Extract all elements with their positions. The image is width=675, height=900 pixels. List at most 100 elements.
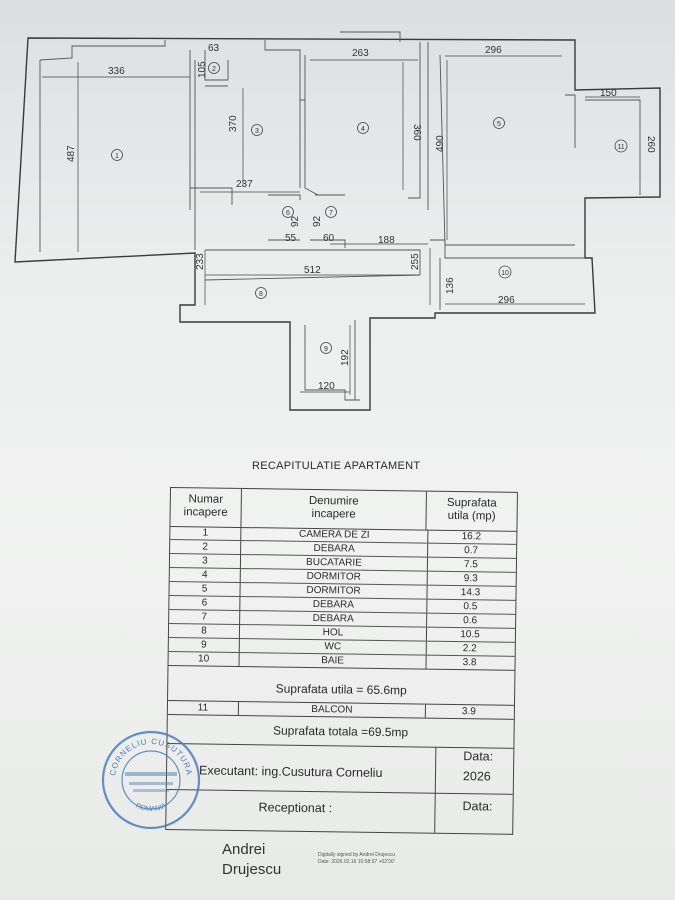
svg-text:3: 3 — [255, 128, 259, 135]
row-nr: 9 — [200, 639, 207, 651]
row-name: DEBARA — [239, 596, 428, 613]
digital-signature-note: Digitally signed by Andrei Drujescu Date… — [318, 852, 395, 866]
row-area: 14.3 — [460, 587, 481, 599]
room-marker-6: 6 — [282, 206, 294, 218]
row-nr: 4 — [201, 569, 208, 581]
room-marker-3: 3 — [251, 124, 263, 136]
room-marker-10: 10 — [498, 265, 512, 279]
row-name: HOL — [238, 624, 428, 641]
dimension-label: 237 — [236, 179, 253, 190]
signature-last-name: Drujescu — [222, 861, 282, 878]
recap-table: Numar incapere Denumire incapere Suprafa… — [165, 487, 518, 835]
table-header: Numar incapere Denumire incapere Suprafa… — [170, 488, 517, 532]
balcony-rail — [585, 99, 641, 195]
row-area: 0.6 — [463, 615, 478, 627]
row-area: 16.2 — [461, 531, 482, 543]
dimension-label: 63 — [208, 43, 220, 54]
row-name: DEBARA — [240, 540, 429, 557]
row-nr: 11 — [197, 702, 209, 714]
room-marker-4: 4 — [357, 122, 369, 134]
separator — [167, 742, 514, 749]
header-numar: Numar incapere — [183, 493, 228, 519]
wall — [39, 40, 166, 61]
row-nr: 6 — [201, 597, 208, 609]
row-nr: 2 — [202, 541, 209, 553]
dimension-label: 336 — [108, 66, 125, 77]
official-stamp: CORNELIU CUSUTURA ROMANIA — [101, 730, 201, 830]
executant-section: Executant: ing.Cusutura Corneliu Recepti… — [166, 742, 514, 834]
separator — [166, 788, 513, 795]
dimension-label: 296 — [498, 295, 515, 306]
wall — [430, 239, 585, 310]
row-name: BALCON — [237, 701, 426, 718]
row-nr: 7 — [201, 611, 208, 623]
room-marker-5: 5 — [493, 117, 505, 129]
wall — [264, 40, 305, 188]
signature-name: Andrei Drujescu — [222, 840, 281, 880]
svg-text:11: 11 — [617, 144, 624, 151]
row-name: DORMITOR — [239, 582, 428, 599]
dimension-label: 260 — [645, 136, 656, 153]
row-nr: 3 — [202, 555, 208, 567]
signature-first-name: Andrei — [222, 841, 266, 858]
svg-text:1: 1 — [115, 153, 119, 160]
digital-signature-line: Digitally signed by Andrei Drujescu — [318, 852, 395, 858]
wall — [304, 320, 360, 401]
year-value: 2026 — [462, 769, 491, 784]
suprafata-utila: Suprafata utila = 65.6mp — [275, 681, 407, 698]
recap-title: RECAPITULATIE APARTAMENT — [252, 460, 421, 472]
svg-text:5: 5 — [497, 121, 501, 128]
svg-text:8: 8 — [259, 291, 263, 298]
room-marker-1: 1 — [111, 149, 123, 161]
wall — [204, 50, 229, 87]
row-name: CAMERA DE ZI — [240, 526, 429, 543]
row-nr: 10 — [197, 653, 210, 665]
dimension-label: 120 — [318, 381, 335, 392]
executant-label: Executant: ing.Cusutura Corneliu — [198, 763, 383, 780]
wall — [439, 54, 576, 246]
row-name: WC — [238, 638, 427, 655]
row-area: 0.5 — [463, 601, 478, 613]
dimension-label: 188 — [378, 235, 395, 246]
room-marker-9: 9 — [320, 342, 332, 354]
data-label-2: Data: — [462, 799, 493, 814]
row-nr: 8 — [201, 625, 207, 637]
row-area: 9.3 — [463, 573, 478, 585]
dimension-label: 490 — [435, 135, 446, 152]
dimension-label: 360 — [411, 124, 422, 141]
header-denumire: Denumire incapere — [240, 488, 427, 530]
room-marker-11: 11 — [614, 139, 628, 153]
dimension-label: 487 — [66, 145, 77, 162]
data-label: Data: — [463, 749, 494, 764]
svg-text:10: 10 — [501, 270, 509, 277]
room-marker-8: 8 — [255, 287, 267, 299]
dimension-label: 92 — [290, 215, 301, 227]
outer-wall — [14, 37, 661, 411]
row-nr: 5 — [201, 583, 208, 595]
dimension-label: 55 — [285, 233, 297, 244]
dimension-label: 136 — [445, 277, 456, 294]
row-name: BAIE — [238, 652, 427, 669]
row-area: 7.5 — [463, 559, 478, 571]
dimension-label: 150 — [600, 88, 617, 99]
dimension-label: 255 — [410, 253, 421, 270]
wall — [268, 194, 346, 248]
row-name: BUCATARIE — [239, 554, 429, 571]
dimension-label: 296 — [485, 45, 502, 56]
svg-text:4: 4 — [361, 126, 365, 133]
digital-signature-date: Date: 2026.02.16 10:58:37 +02'00' — [318, 859, 395, 865]
row-area: 10.5 — [460, 629, 480, 641]
stamp-text-bottom: ROMANIA — [134, 802, 167, 813]
header-suprafata: Suprafata utila (mp) — [446, 496, 497, 523]
dimension-label: 92 — [312, 215, 323, 227]
room-marker-2: 2 — [208, 62, 220, 74]
svg-text:7: 7 — [329, 210, 333, 217]
separator — [434, 746, 437, 833]
dimension-label: 60 — [323, 233, 335, 244]
svg-text:2: 2 — [212, 66, 216, 73]
floor-plan: 336 63 105 263 296 150 487 370 360 490 2… — [14, 31, 661, 411]
room-marker-7: 7 — [325, 206, 337, 218]
dimension-label: 105 — [197, 61, 208, 78]
row-name: DORMITOR — [239, 568, 428, 585]
row-area: 0.7 — [464, 545, 479, 557]
